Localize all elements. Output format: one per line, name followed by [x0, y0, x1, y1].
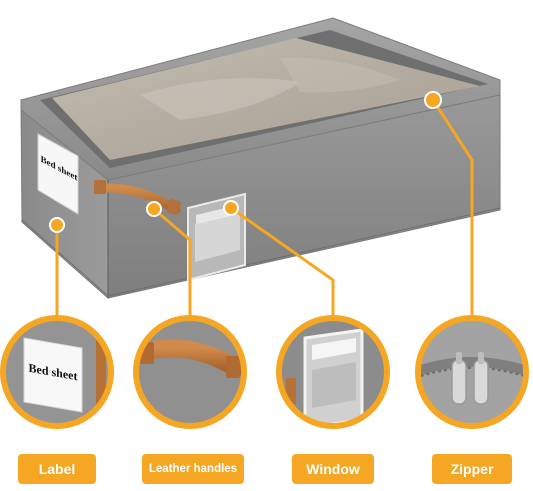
detail-circle-label — [0, 315, 114, 429]
detail-circle-window — [276, 315, 390, 429]
feature-label-leather-handles: Leather handles — [142, 454, 244, 484]
feature-label-label: Label — [18, 454, 96, 484]
callout-lines — [55, 99, 474, 318]
callout-dots — [49, 91, 442, 233]
label-card — [37, 133, 79, 215]
detail-circle-zipper — [415, 315, 529, 429]
detail-circle-leather-handles — [133, 315, 247, 429]
storage-box — [20, 17, 501, 300]
feature-label-zipper: Zipper — [432, 454, 512, 484]
feature-label-window: Window — [292, 454, 374, 484]
